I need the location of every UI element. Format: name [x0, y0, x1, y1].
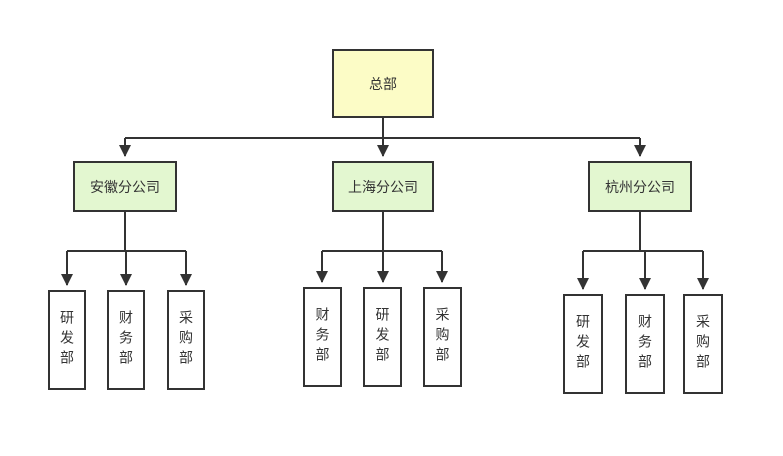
- node-dept-shanghai-research: 研发部: [363, 287, 402, 387]
- node-dept-anhui-research-label: 研发部: [59, 310, 75, 370]
- connector-hangzhou-to-departments: [577, 212, 709, 290]
- node-dept-hangzhou-finance-label: 财务部: [637, 314, 653, 374]
- node-dept-anhui-finance-label: 财务部: [118, 310, 134, 370]
- node-branch-hangzhou-label: 杭州分公司: [605, 178, 675, 195]
- node-dept-hangzhou-finance: 财务部: [625, 294, 665, 394]
- node-dept-shanghai-research-label: 研发部: [374, 307, 391, 367]
- node-dept-hangzhou-procurement-label: 采购部: [695, 314, 711, 374]
- node-branch-anhui: 安徽分公司: [73, 161, 177, 212]
- node-headquarters-label: 总部: [369, 75, 397, 92]
- node-branch-shanghai: 上海分公司: [332, 161, 434, 212]
- node-dept-shanghai-procurement-label: 采购部: [434, 307, 451, 367]
- node-dept-hangzhou-research: 研发部: [563, 294, 603, 394]
- node-branch-anhui-label: 安徽分公司: [90, 178, 160, 195]
- node-dept-anhui-finance: 财务部: [107, 290, 145, 390]
- node-dept-hangzhou-procurement: 采购部: [683, 294, 723, 394]
- node-dept-shanghai-procurement: 采购部: [423, 287, 462, 387]
- node-branch-hangzhou: 杭州分公司: [588, 161, 692, 212]
- node-dept-anhui-research: 研发部: [48, 290, 86, 390]
- connector-hq-to-branches: [119, 118, 646, 157]
- node-dept-hangzhou-research-label: 研发部: [575, 314, 591, 374]
- node-dept-shanghai-finance-label: 财务部: [314, 307, 331, 367]
- node-headquarters: 总部: [332, 49, 434, 118]
- node-branch-shanghai-label: 上海分公司: [348, 178, 418, 195]
- connector-anhui-to-departments: [61, 212, 192, 286]
- connector-shanghai-to-departments: [316, 212, 448, 283]
- node-dept-shanghai-finance: 财务部: [303, 287, 342, 387]
- node-dept-anhui-procurement: 采购部: [167, 290, 205, 390]
- node-dept-anhui-procurement-label: 采购部: [178, 310, 194, 370]
